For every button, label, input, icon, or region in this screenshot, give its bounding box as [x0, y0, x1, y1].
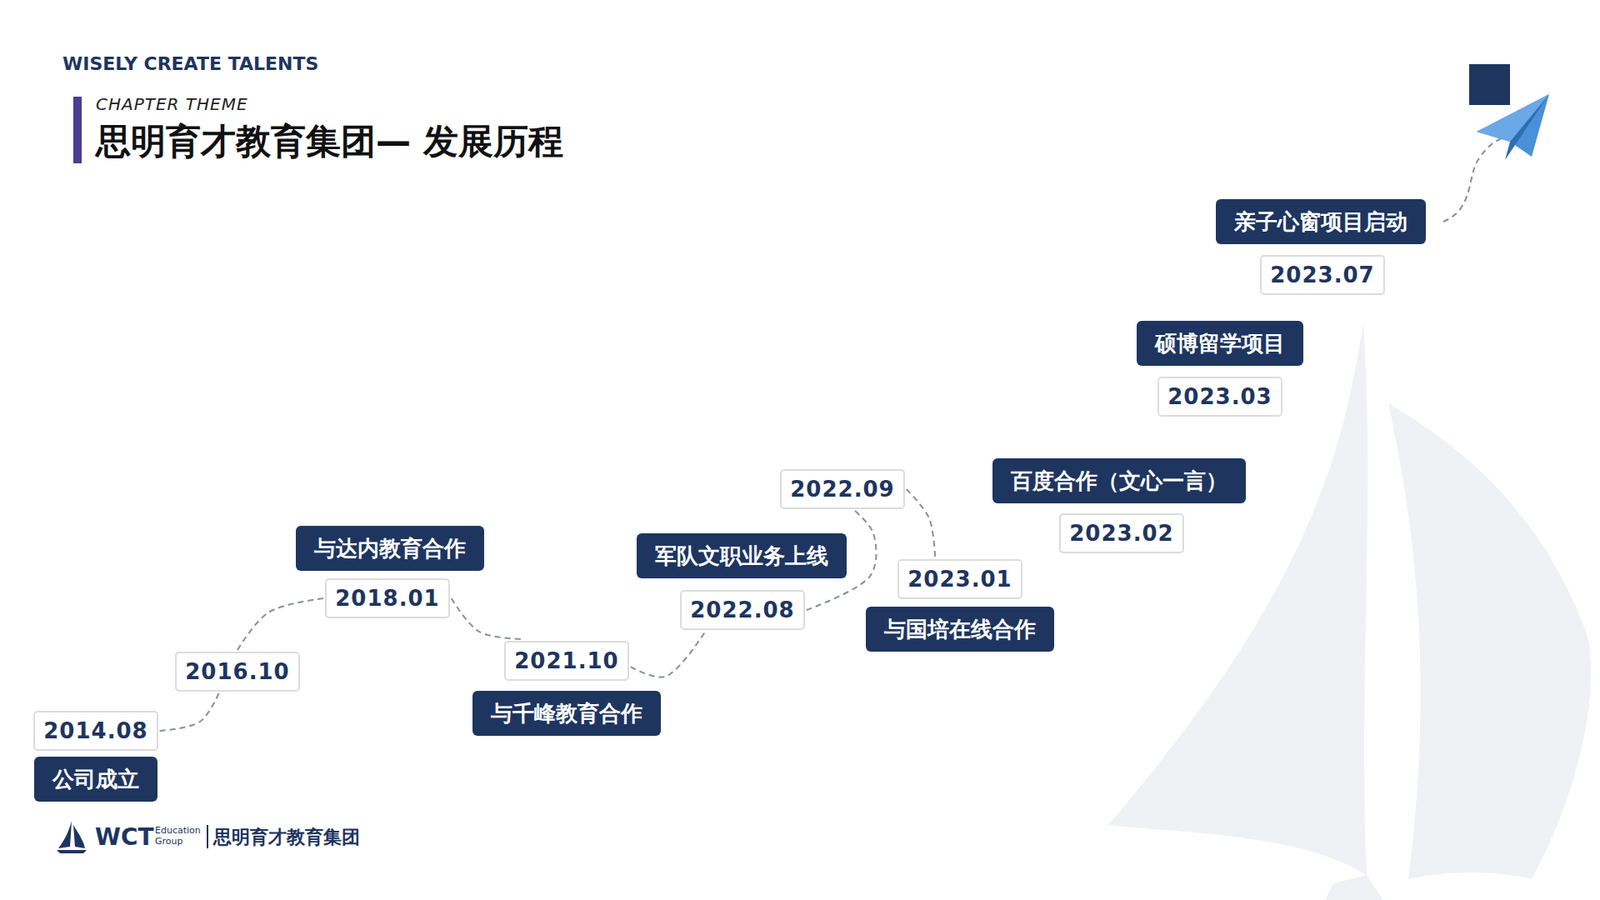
logo-divider — [206, 825, 209, 849]
event-text: 军队文职业务上线 — [655, 541, 829, 571]
timeline-connector — [906, 489, 935, 558]
date-box: 2022.09 — [780, 469, 905, 510]
timeline-connector — [630, 631, 705, 678]
event-box: 亲子心窗项目启动 — [1215, 199, 1426, 245]
event-box: 百度合作（文心一言） — [992, 458, 1246, 504]
page-title: 思明育才教育集团— 发展历程 — [95, 118, 564, 165]
event-box: 硕博留学项目 — [1136, 320, 1304, 366]
logo-sail — [56, 820, 87, 854]
date-text: 2018.01 — [335, 585, 440, 611]
sail-watermark — [1108, 321, 1591, 900]
event-box: 公司成立 — [34, 756, 158, 802]
logo-text: WCT — [95, 823, 155, 851]
date-box: 2016.10 — [175, 651, 300, 692]
event-text: 硕博留学项目 — [1155, 329, 1285, 359]
timeline-connector — [237, 598, 324, 650]
date-text: 2021.10 — [514, 648, 619, 674]
date-text: 2023.07 — [1270, 262, 1375, 288]
event-text: 亲子心窗项目启动 — [1234, 207, 1408, 237]
logo-company: 思明育才教育集团 — [213, 825, 360, 850]
event-box: 与千峰教育合作 — [472, 690, 661, 736]
date-text: 2016.10 — [185, 659, 290, 685]
date-box: 2022.08 — [680, 590, 805, 630]
corner-square — [1469, 64, 1510, 105]
paper-plane — [1476, 94, 1550, 160]
event-text: 百度合作（文心一言） — [1010, 466, 1228, 496]
event-box: 与达内教育合作 — [295, 525, 485, 571]
event-text: 与国培在线合作 — [884, 615, 1036, 645]
timeline-connector — [160, 693, 220, 731]
date-box: 2021.10 — [504, 640, 629, 681]
title-bar — [73, 96, 82, 164]
event-box: 与国培在线合作 — [865, 606, 1055, 652]
date-text: 2023.03 — [1167, 384, 1272, 410]
event-box: 军队文职业务上线 — [636, 533, 847, 579]
brand-slogan: WISELY CREATE TALENTS — [62, 53, 319, 75]
chapter-label: CHAPTER THEME — [95, 94, 249, 115]
date-text: 2023.02 — [1069, 520, 1174, 546]
event-text: 与达内教育合作 — [314, 534, 466, 564]
date-box: 2023.01 — [897, 559, 1022, 600]
date-box: 2023.07 — [1260, 255, 1385, 295]
date-text: 2014.08 — [43, 718, 148, 744]
date-box: 2014.08 — [33, 710, 158, 751]
timeline-connector — [451, 598, 524, 640]
date-text: 2022.09 — [790, 476, 895, 502]
date-text: 2022.08 — [690, 597, 795, 623]
date-box: 2023.02 — [1059, 513, 1184, 554]
date-box: 2023.03 — [1157, 376, 1282, 417]
event-text: 公司成立 — [52, 765, 140, 795]
date-text: 2023.01 — [907, 566, 1012, 592]
plane-trail — [1443, 137, 1505, 222]
event-text: 与千峰教育合作 — [490, 699, 643, 729]
logo-subtext: Education Group — [155, 825, 205, 847]
date-box: 2018.01 — [325, 578, 450, 619]
